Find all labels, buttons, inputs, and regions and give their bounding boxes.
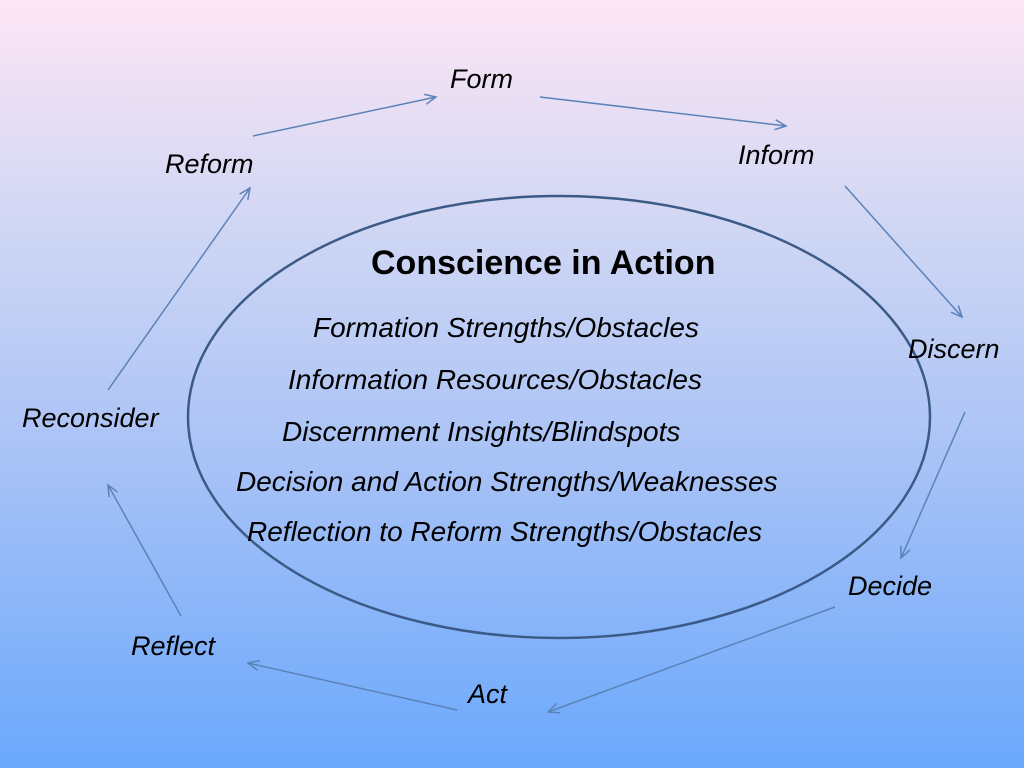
cycle-label-discern: Discern	[908, 334, 1000, 364]
arrow-reflect-to-reconsider	[107, 483, 182, 617]
cycle-label-form: Form	[450, 64, 513, 94]
cycle-label-reform: Reform	[165, 149, 254, 179]
arrow-reconsider-to-reform	[107, 186, 252, 391]
cycle-label-act: Act	[468, 679, 508, 709]
arrow-inform-to-discern	[844, 185, 964, 319]
cycle-arrows	[107, 93, 966, 714]
arrow-discern-to-decide	[900, 411, 966, 560]
arrow-reform-to-form	[252, 93, 438, 137]
arrow-form-to-inform	[539, 96, 788, 131]
arrow-decide-to-act	[546, 606, 836, 714]
cycle-label-reflect: Reflect	[131, 631, 216, 661]
arrow-act-to-reflect	[246, 659, 458, 711]
cycle-label-decide: Decide	[848, 571, 933, 601]
cycle-label-inform: Inform	[738, 140, 815, 170]
diagram-title: Conscience in Action	[371, 244, 716, 282]
inner-line-information: Information Resources/Obstacles	[288, 364, 702, 395]
inner-line-discernment: Discernment Insights/Blindspots	[282, 416, 681, 447]
inner-line-decision: Decision and Action Strengths/Weaknesses	[236, 466, 778, 497]
cycle-label-reconsider: Reconsider	[22, 403, 159, 433]
inner-line-reflection: Reflection to Reform Strengths/Obstacles	[247, 516, 763, 547]
conscience-ellipse	[186, 194, 932, 640]
inner-line-formation: Formation Strengths/Obstacles	[313, 312, 699, 343]
